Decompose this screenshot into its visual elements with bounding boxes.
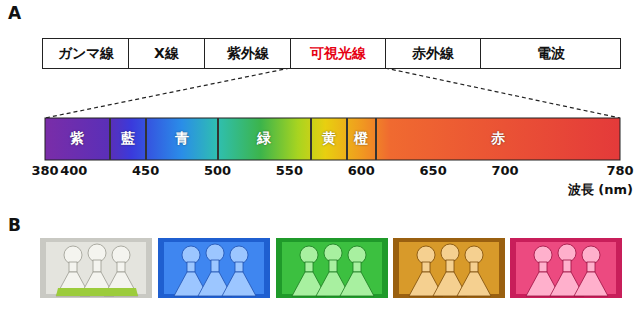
region-name: 赤外線 <box>412 46 454 61</box>
spectrum-region-box: 紫外線 <box>204 38 291 69</box>
wavelength-tick: 780 <box>606 164 633 178</box>
panel-letter: B <box>8 216 21 235</box>
wavelength-tick: 450 <box>132 164 159 178</box>
wavelength-tick: 700 <box>491 164 518 178</box>
region-name: 電波 <box>537 46 565 61</box>
region-name: 可視光線 <box>310 46 366 61</box>
color-band: 橙 <box>347 118 376 160</box>
photo-pink <box>510 238 622 298</box>
color-band: 藍 <box>110 118 146 160</box>
spectrum-region-box: 赤外線 <box>385 38 481 69</box>
color-band: 紫 <box>45 118 110 160</box>
projection-line <box>45 68 290 118</box>
projection-line <box>385 68 620 118</box>
spectrum-region-box: X線 <box>128 38 205 69</box>
photo-white <box>40 238 152 298</box>
region-name: 紫外線 <box>227 46 269 61</box>
spectrum-region-box: 電波 <box>480 38 621 69</box>
spectrum-bar <box>45 118 620 160</box>
wavelength-tick: 650 <box>420 164 447 178</box>
spectrum-region-box: ガンマ線 <box>42 38 129 69</box>
photo-blue <box>158 238 270 298</box>
color-name: 赤 <box>491 131 505 146</box>
color-band: 緑 <box>218 118 311 160</box>
region-name: X線 <box>154 46 179 61</box>
region-name: ガンマ線 <box>58 46 114 61</box>
photo-green <box>276 238 388 298</box>
color-name: 黄 <box>322 131 336 146</box>
color-name: 緑 <box>257 131 271 146</box>
photo-orange <box>393 238 505 298</box>
spectrum-region-box: 可視光線 <box>290 38 386 69</box>
color-band: 赤 <box>376 118 620 160</box>
wavelength-tick: 500 <box>204 164 231 178</box>
color-name: 橙 <box>354 131 368 146</box>
color-band: 黄 <box>311 118 347 160</box>
color-name: 青 <box>175 131 189 146</box>
color-band: 青 <box>146 118 218 160</box>
wavelength-tick: 400 <box>60 164 87 178</box>
axis-title: 波長 (nm) <box>568 183 633 197</box>
wavelength-tick: 600 <box>348 164 375 178</box>
wavelength-tick: 550 <box>276 164 303 178</box>
color-name: 紫 <box>70 131 84 146</box>
wavelength-tick: 380 <box>31 164 58 178</box>
color-name: 藍 <box>121 131 135 146</box>
panel-letter: A <box>8 4 21 23</box>
